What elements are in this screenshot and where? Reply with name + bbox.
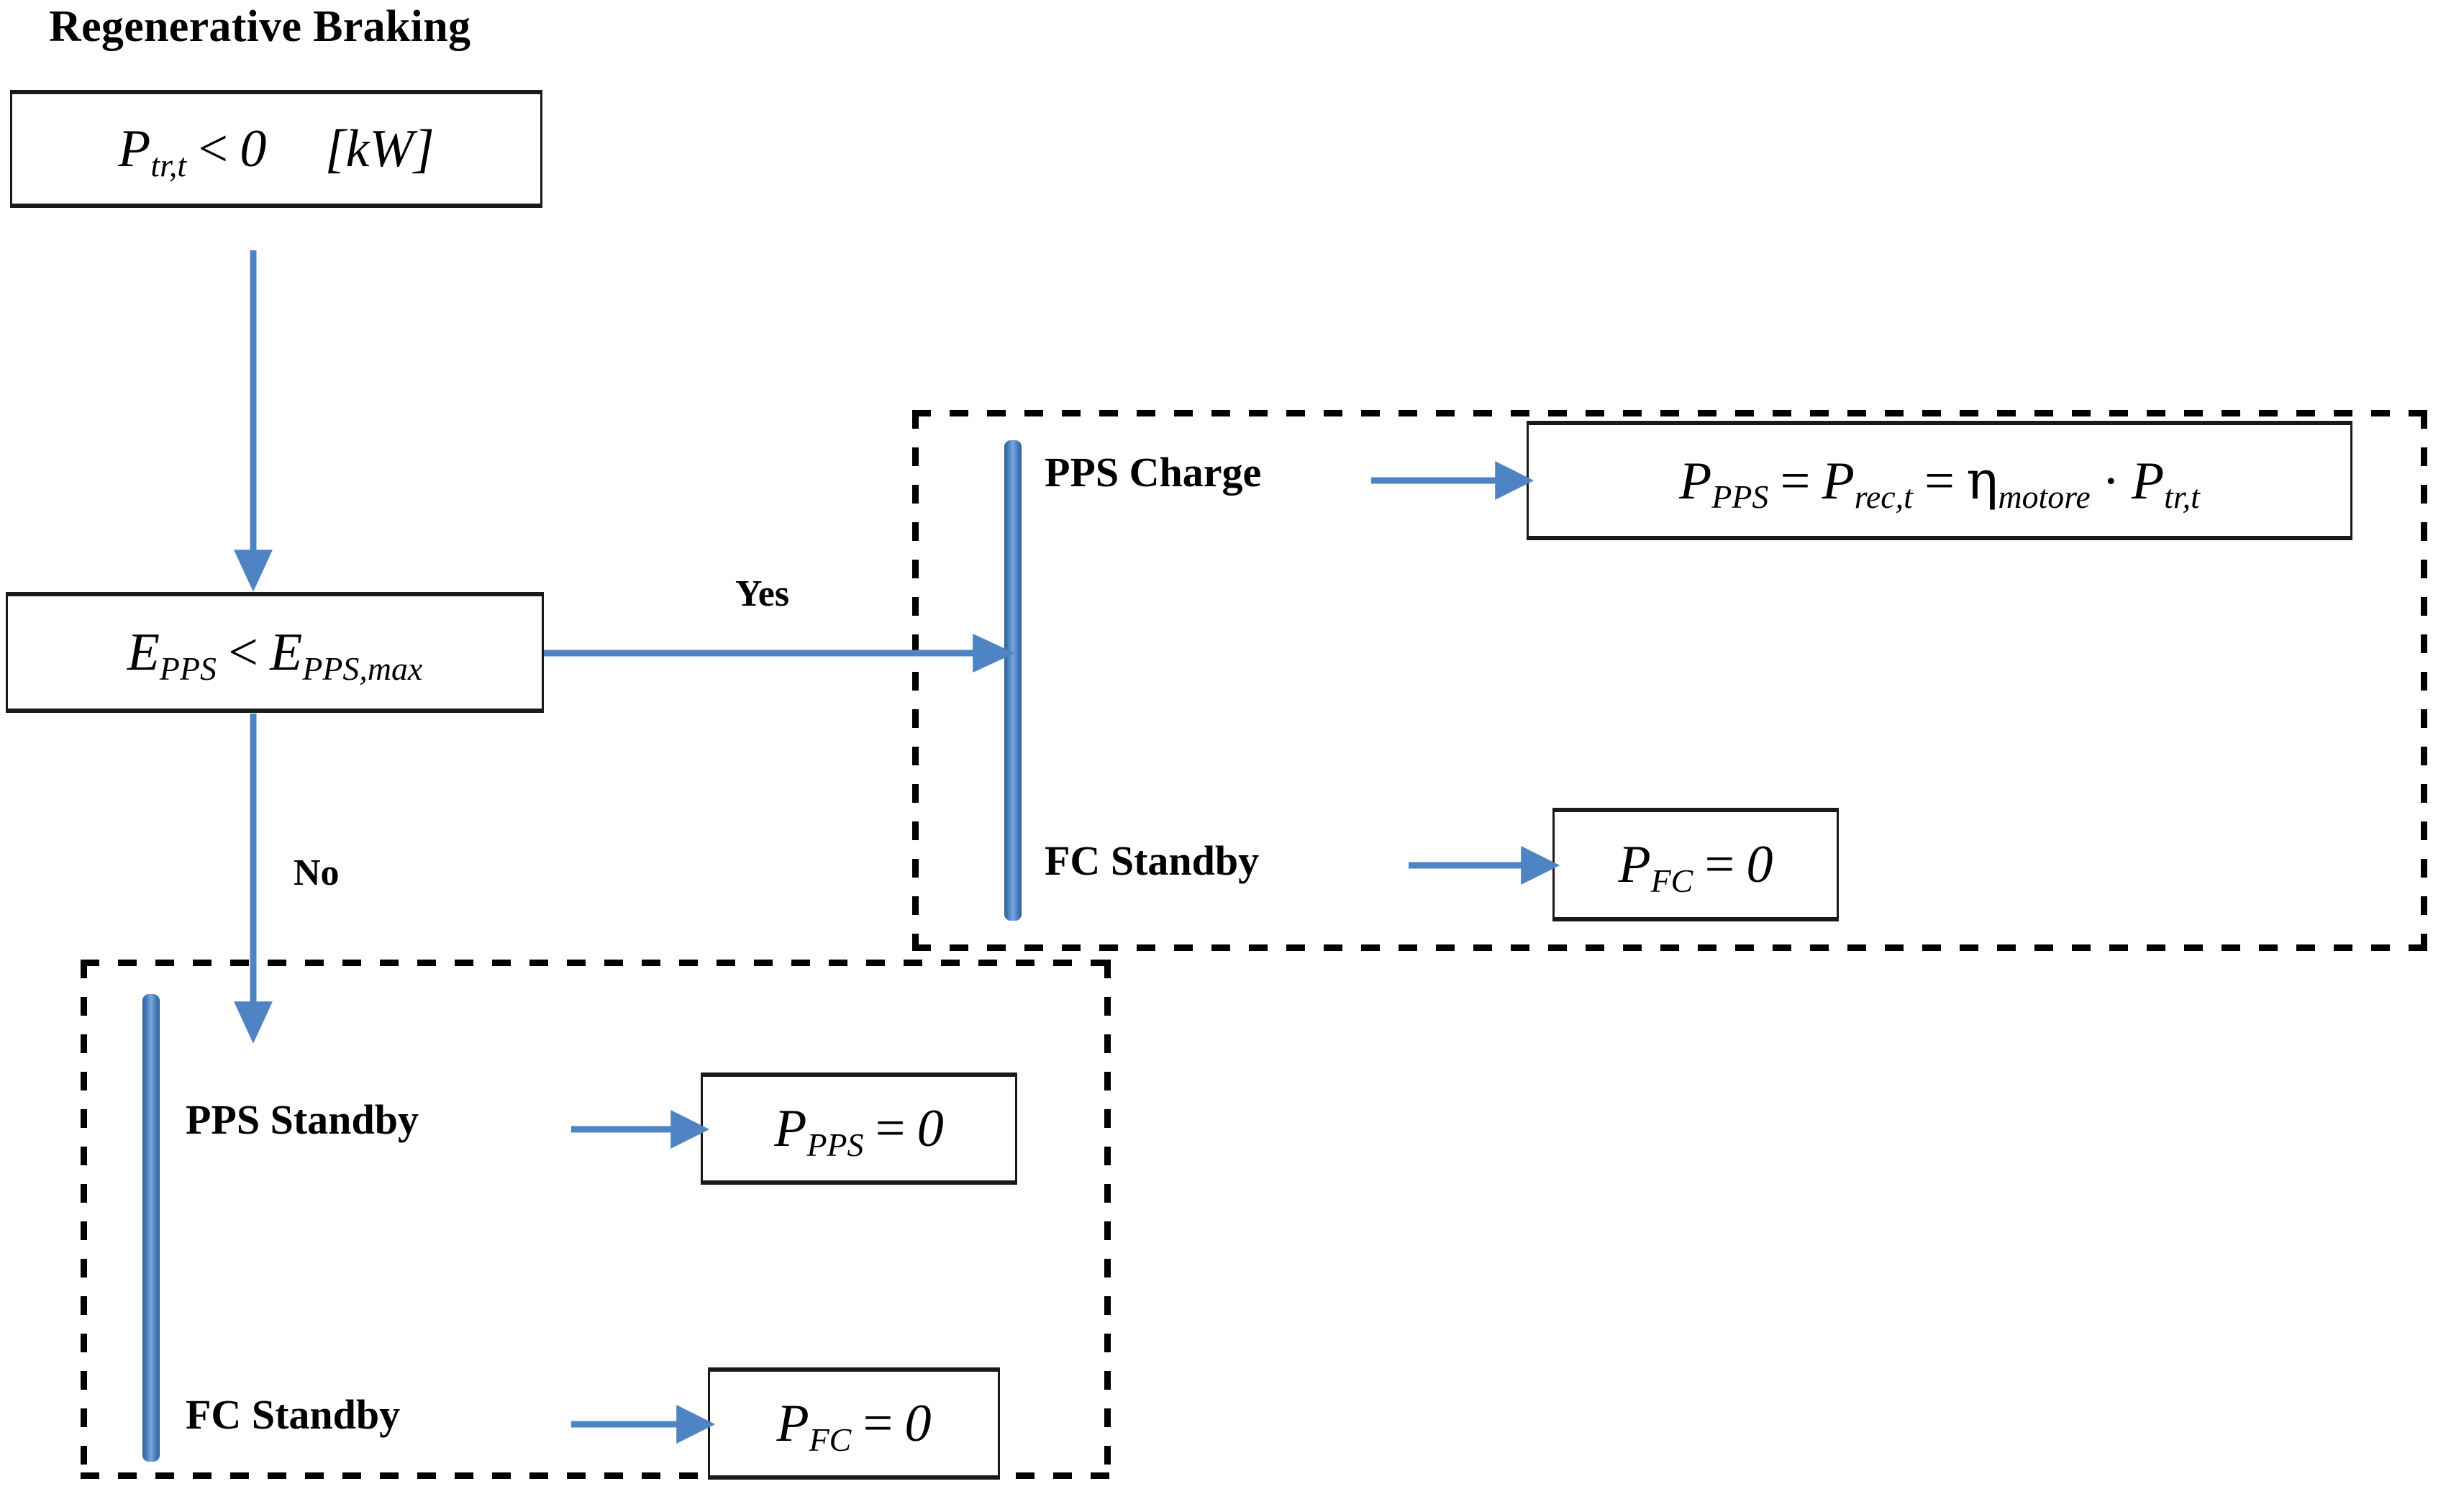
pps-charge-p1: P [1679,451,1712,511]
pps-charge-op1: = [1780,451,1811,511]
decision-left-subscript: PPS [159,650,217,687]
pps-charge-s4: tr,t [2164,478,2200,516]
fc-bottom-op: = [863,1394,893,1453]
start-p-symbol: P [118,119,151,178]
decision-left-symbol: E [127,623,160,682]
decision-right-subscript: PPS,max [302,650,423,687]
pps-charge-dot: · [2102,451,2120,511]
pps-charge-s3: motore [1998,478,2091,516]
start-unit: [kW] [324,119,435,178]
pps-charge-eta: η [1966,449,1998,511]
state-label-fc-standby-top: FC Standby [1045,837,1260,884]
start-value: 0 [240,119,267,178]
state-label-pps-charge: PPS Charge [1045,449,1262,496]
fc-top-p: P [1618,835,1651,894]
pps-zero-val: 0 [917,1099,944,1158]
state-label-fc-standby-bottom: FC Standby [186,1391,401,1438]
pps-zero-op: = [875,1099,906,1158]
fc-bottom-p: P [776,1394,809,1453]
decision-operator: < [228,623,258,682]
start-operator: < [198,119,229,178]
fc-bottom-val: 0 [904,1394,932,1453]
fc-top-sub: FC [1650,862,1693,899]
start-p-subscript: tr,t [150,146,187,183]
yes-branch-group-bar [1004,440,1022,921]
diagram-title: Regenerative Braking [49,2,471,51]
pps-zero-sub: PPS [806,1126,864,1163]
pps-charge-op2: = [1924,451,1955,511]
branch-label-yes: Yes [735,573,790,614]
pps-charge-s1: PPS [1711,478,1769,516]
pps-charge-p2: P [1822,451,1855,511]
pps-charge-p3: P [2131,451,2165,511]
pps-zero-p: P [774,1099,807,1158]
fc-bottom-sub: FC [809,1421,852,1458]
fc-top-val: 0 [1746,835,1773,894]
no-branch-group-bar [142,994,160,1462]
pps-charge-s2: rec,t [1854,478,1913,516]
fc-top-op: = [1704,835,1735,894]
state-label-pps-standby: PPS Standby [186,1096,419,1143]
branch-label-no: No [294,852,340,893]
decision-right-symbol: E [270,623,303,682]
